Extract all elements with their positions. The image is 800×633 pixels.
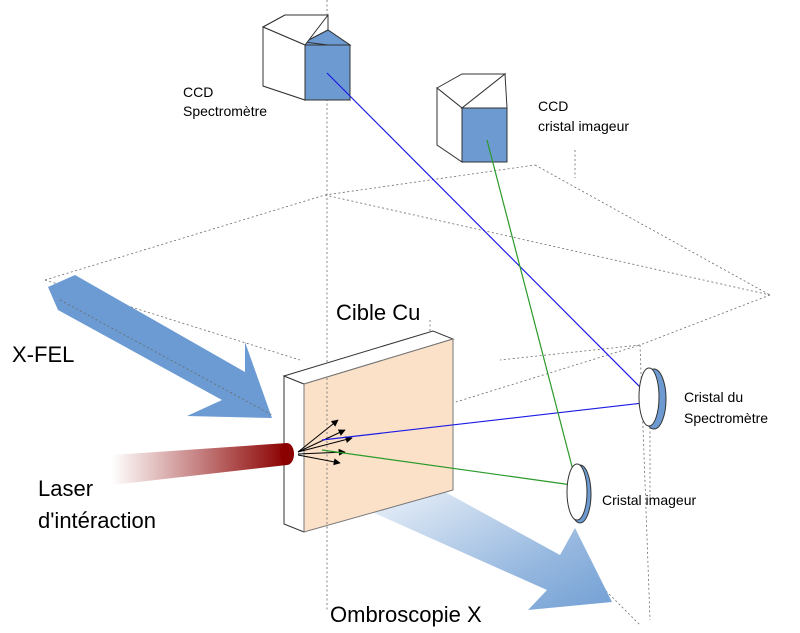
label-cristal-spectro-line1: Cristal du [684, 389, 743, 405]
xfel-beam [48, 275, 272, 418]
ombroscopie-beam [345, 470, 612, 610]
label-xfel: X-FEL [12, 342, 74, 367]
label-ombroscopie: Ombroscopie X [330, 602, 482, 627]
rays [321, 72, 644, 486]
target-cu [282, 330, 455, 533]
label-cristal-spectro-line2: Spectromètre [684, 410, 768, 426]
label-cible: Cible Cu [336, 300, 420, 325]
label-ccd-imageur-line2: cristal imageur [538, 118, 629, 134]
label-laser-line1: Laser [38, 476, 93, 501]
imager-ray-target [321, 449, 573, 486]
label-cristal-imageur: Cristal imageur [602, 492, 696, 508]
label-ccd-spectrometre-line1: CCD [183, 84, 213, 100]
crystal-imageur [566, 463, 592, 524]
spectrometer-ray-target [321, 402, 644, 441]
laser-beam [112, 443, 287, 485]
label-ccd-spectrometre-line2: Spectromètre [183, 103, 267, 119]
crystal-spectrometre [638, 367, 667, 430]
ccd-spectrometre [261, 14, 352, 101]
imager-ray-ccd [486, 139, 576, 479]
spectrometer-ray-ccd [326, 72, 644, 391]
label-ccd-imageur-line1: CCD [538, 98, 568, 114]
ccd-cristal-imageur [436, 73, 508, 163]
label-laser-line2: d'intéraction [38, 508, 156, 533]
